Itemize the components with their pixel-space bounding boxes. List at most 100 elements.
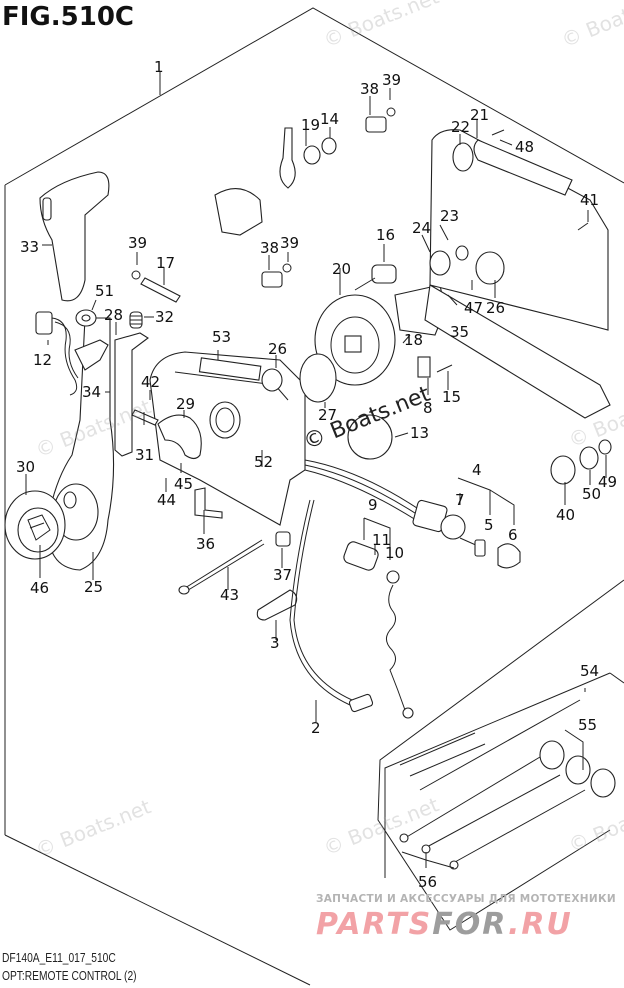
part-screw-41 bbox=[577, 222, 589, 231]
callout-45[interactable]: 45 bbox=[174, 475, 193, 493]
part-screw-43 bbox=[178, 539, 265, 595]
part-rail-28 bbox=[114, 332, 149, 457]
callout-55[interactable]: 55 bbox=[578, 716, 597, 734]
part-housing bbox=[149, 351, 306, 526]
callout-29[interactable]: 29 bbox=[176, 395, 195, 413]
callout-8[interactable]: 8 bbox=[423, 399, 433, 417]
part-nut-49 bbox=[598, 439, 612, 455]
assembly-boundary bbox=[4, 7, 624, 986]
part-rear-cover bbox=[424, 129, 611, 419]
part-bushing-40 bbox=[550, 455, 576, 485]
part-bushing-26a bbox=[261, 368, 283, 392]
callout-50[interactable]: 50 bbox=[582, 485, 601, 503]
callout-51[interactable]: 51 bbox=[95, 282, 114, 300]
callout-32[interactable]: 32 bbox=[155, 308, 174, 326]
callout-26b[interactable]: 26 bbox=[486, 299, 505, 317]
watermark-ru-tagline: ЗАПЧАСТИ И АКСЕССУАРЫ ДЛЯ МОТОТЕХНИКИ bbox=[316, 893, 616, 905]
callout-39a[interactable]: 39 bbox=[382, 71, 401, 89]
callout-48[interactable]: 48 bbox=[515, 138, 534, 156]
hardware-kit-boundary bbox=[384, 672, 624, 878]
part-clip-36 bbox=[194, 487, 223, 519]
callout-10[interactable]: 10 bbox=[385, 544, 404, 562]
part-bracket bbox=[214, 188, 263, 236]
callout-24[interactable]: 24 bbox=[412, 219, 431, 237]
part-pin-17 bbox=[140, 277, 181, 303]
part-buzzer-13 bbox=[347, 414, 393, 460]
callout-49[interactable]: 49 bbox=[598, 473, 617, 491]
callout-1[interactable]: 1 bbox=[154, 58, 164, 76]
callout-16[interactable]: 16 bbox=[376, 226, 395, 244]
callout-13[interactable]: 13 bbox=[410, 424, 429, 442]
callout-41[interactable]: 41 bbox=[580, 191, 599, 209]
callout-34[interactable]: 34 bbox=[82, 383, 101, 401]
callout-25[interactable]: 25 bbox=[84, 578, 103, 596]
callout-27[interactable]: 27 bbox=[318, 406, 337, 424]
callout-44[interactable]: 44 bbox=[157, 491, 176, 509]
callout-labels: 1 2 3 4 5 6 7 8 9 10 11 12 13 14 15 16 1… bbox=[16, 58, 617, 891]
callout-37[interactable]: 37 bbox=[273, 566, 292, 584]
callout-47[interactable]: 47 bbox=[464, 299, 483, 317]
callout-30[interactable]: 30 bbox=[16, 458, 35, 476]
part-bracket-34 bbox=[74, 339, 109, 371]
callout-2[interactable]: 2 bbox=[311, 719, 321, 737]
callout-4[interactable]: 4 bbox=[472, 461, 482, 479]
callout-54[interactable]: 54 bbox=[580, 662, 599, 680]
part-lever-cover bbox=[4, 490, 66, 560]
callout-31[interactable]: 31 bbox=[135, 446, 154, 464]
callout-20[interactable]: 20 bbox=[332, 260, 351, 278]
ru-logo-part3: .RU bbox=[507, 907, 573, 942]
callout-3[interactable]: 3 bbox=[270, 634, 280, 652]
callout-38b[interactable]: 38 bbox=[260, 239, 279, 257]
callout-19[interactable]: 19 bbox=[301, 116, 320, 134]
part-seal-22 bbox=[452, 142, 474, 172]
leader-lines bbox=[25, 72, 607, 869]
callout-35[interactable]: 35 bbox=[450, 323, 469, 341]
part-harness-2 bbox=[289, 499, 374, 713]
figure-code: DF140A_E11_017_510C bbox=[2, 951, 116, 965]
callout-39c[interactable]: 39 bbox=[128, 234, 147, 252]
callout-40[interactable]: 40 bbox=[556, 506, 575, 524]
part-washer-50 bbox=[579, 446, 599, 470]
part-handle-grip bbox=[39, 171, 110, 302]
callout-18[interactable]: 18 bbox=[404, 331, 423, 349]
callout-28[interactable]: 28 bbox=[104, 306, 123, 324]
callout-39b[interactable]: 39 bbox=[280, 234, 299, 252]
callout-43[interactable]: 43 bbox=[220, 586, 239, 604]
part-screw-48 bbox=[491, 129, 505, 136]
callout-46[interactable]: 46 bbox=[30, 579, 49, 597]
callout-42[interactable]: 42 bbox=[141, 373, 160, 391]
callout-9[interactable]: 9 bbox=[368, 496, 378, 514]
part-stop-switch bbox=[343, 541, 414, 719]
callout-22[interactable]: 22 bbox=[451, 118, 470, 136]
figure-name: OPT:REMOTE CONTROL (2) bbox=[2, 969, 137, 983]
callout-21[interactable]: 21 bbox=[470, 106, 489, 124]
callout-15[interactable]: 15 bbox=[442, 388, 461, 406]
callout-11[interactable]: 11 bbox=[372, 531, 391, 549]
callout-36[interactable]: 36 bbox=[196, 535, 215, 553]
callout-17[interactable]: 17 bbox=[156, 254, 175, 272]
part-friction-disc-20 bbox=[314, 294, 396, 386]
callout-56[interactable]: 56 bbox=[418, 873, 437, 891]
part-clip-39b bbox=[282, 263, 292, 273]
part-link-31 bbox=[131, 409, 159, 426]
callout-38a[interactable]: 38 bbox=[360, 80, 379, 98]
callout-53[interactable]: 53 bbox=[212, 328, 231, 346]
callout-26a[interactable]: 26 bbox=[268, 340, 287, 358]
callout-7[interactable]: 7 bbox=[455, 491, 465, 509]
figure-title: FIG.510C bbox=[2, 2, 135, 32]
callout-23[interactable]: 23 bbox=[440, 207, 459, 225]
ru-logo-part2: FOR bbox=[432, 907, 508, 942]
part-spring-32 bbox=[129, 311, 143, 329]
part-bushing-16 bbox=[354, 264, 397, 291]
callout-14[interactable]: 14 bbox=[320, 110, 339, 128]
callout-33[interactable]: 33 bbox=[20, 238, 39, 256]
part-hardware-kit bbox=[399, 699, 616, 870]
callout-12[interactable]: 12 bbox=[33, 351, 52, 369]
part-clip-39c bbox=[131, 270, 141, 280]
ru-logo-part1: PARTS bbox=[316, 907, 433, 942]
callout-52[interactable]: 52 bbox=[254, 453, 273, 471]
callout-5[interactable]: 5 bbox=[484, 516, 494, 534]
part-washer-51-hole bbox=[81, 314, 91, 322]
callout-6[interactable]: 6 bbox=[508, 526, 518, 544]
